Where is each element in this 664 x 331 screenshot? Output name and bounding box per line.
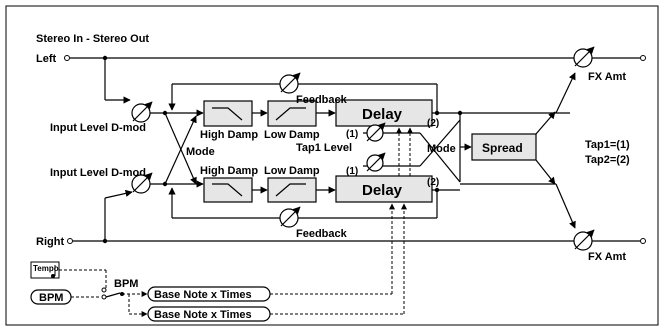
spread-to-bottom-out <box>535 159 556 185</box>
input-level-label-top: Input Level D-mod <box>50 122 146 134</box>
right-output-terminal <box>640 238 646 244</box>
feedback-label-top: Feedback <box>296 94 348 106</box>
tap1-level-knob-bottom[interactable] <box>366 152 386 172</box>
left-output-terminal <box>640 55 646 61</box>
bpm-switch-in-a <box>101 287 107 293</box>
fx-amt-knob-bottom[interactable] <box>573 229 595 251</box>
spread-to-top-out <box>535 111 556 135</box>
mode-cross-a <box>419 132 461 183</box>
legend-tap2: Tap2=(2) <box>585 154 630 166</box>
high-damp-label-top: High Damp <box>200 129 258 141</box>
tempo-label: Tempo <box>33 264 59 273</box>
input-level-knob-top[interactable] <box>131 101 153 123</box>
mode-cross-left-up <box>164 115 197 185</box>
high-damp-block-bottom <box>203 177 253 203</box>
fx-amt-label-bottom: FX Amt <box>588 251 626 263</box>
delay-label-bottom: Delay <box>362 182 403 199</box>
base-note-label-bottom: Base Note x Times <box>154 309 252 321</box>
feedback-knob-bottom[interactable] <box>279 206 301 228</box>
right-input-terminal <box>67 238 73 244</box>
mode-label-left: Mode <box>186 146 215 158</box>
input-level-label-bottom: Input Level D-mod <box>50 167 146 179</box>
tap1-level-label: Tap1 Level <box>296 142 352 154</box>
fx-amt-label-top: FX Amt <box>588 71 626 83</box>
bpm-switch-in-b <box>101 294 107 300</box>
fx-amt-knob-top[interactable] <box>573 46 595 68</box>
left-input-label: Left <box>36 53 57 65</box>
bpm-button-label: BPM <box>39 292 63 304</box>
tap2-out-label-bottom: (2) <box>427 177 439 188</box>
base-note-label-top: Base Note x Times <box>154 289 252 301</box>
wet-top-to-sum <box>555 72 576 114</box>
tap1-num-label-bottom: (1) <box>346 166 358 177</box>
right-to-knob-line <box>104 189 133 199</box>
mode-cross-left-down <box>164 112 197 185</box>
feedback-knob-top[interactable] <box>279 72 301 94</box>
spread-label: Spread <box>482 141 523 155</box>
high-damp-label-bottom: High Damp <box>200 165 258 177</box>
bottom-mode-dot <box>162 181 168 187</box>
bpm-switch-label: BPM <box>114 278 138 290</box>
base-note-times-top[interactable]: Base Note x Times <box>147 286 271 302</box>
low-damp-label-bottom: Low Damp <box>264 165 320 177</box>
base-note-times-bottom[interactable]: Base Note x Times <box>147 306 271 322</box>
mode-cross-b <box>419 119 461 167</box>
delay-block-bottom <box>335 175 433 203</box>
high-damp-block-top <box>203 100 253 127</box>
legend-tap1: Tap1=(1) <box>585 139 630 151</box>
delay-label-top: Delay <box>362 106 403 123</box>
bpm-switch-lever[interactable] <box>105 292 121 298</box>
mode-label-right: Mode <box>427 143 456 155</box>
low-damp-block-top <box>267 100 317 127</box>
tap1-level-knob-top[interactable] <box>366 122 386 142</box>
low-damp-label-top: Low Damp <box>264 129 320 141</box>
right-input-label: Right <box>36 236 64 248</box>
top-wet-dot <box>457 110 463 116</box>
tap1-num-label-top: (1) <box>346 129 358 140</box>
diagram-title: Stereo In - Stereo Out <box>36 33 149 45</box>
diagram-frame <box>5 5 659 326</box>
low-damp-block-bottom <box>267 177 317 203</box>
feedback-label-bottom: Feedback <box>296 228 348 240</box>
bpm-button[interactable]: BPM <box>30 289 72 305</box>
wet-bottom-to-sum <box>555 183 576 229</box>
tempo-icon: Tempo <box>30 261 60 279</box>
spread-block <box>471 133 537 161</box>
tap2-out-label-top: (2) <box>427 118 439 129</box>
left-input-terminal <box>64 55 70 61</box>
